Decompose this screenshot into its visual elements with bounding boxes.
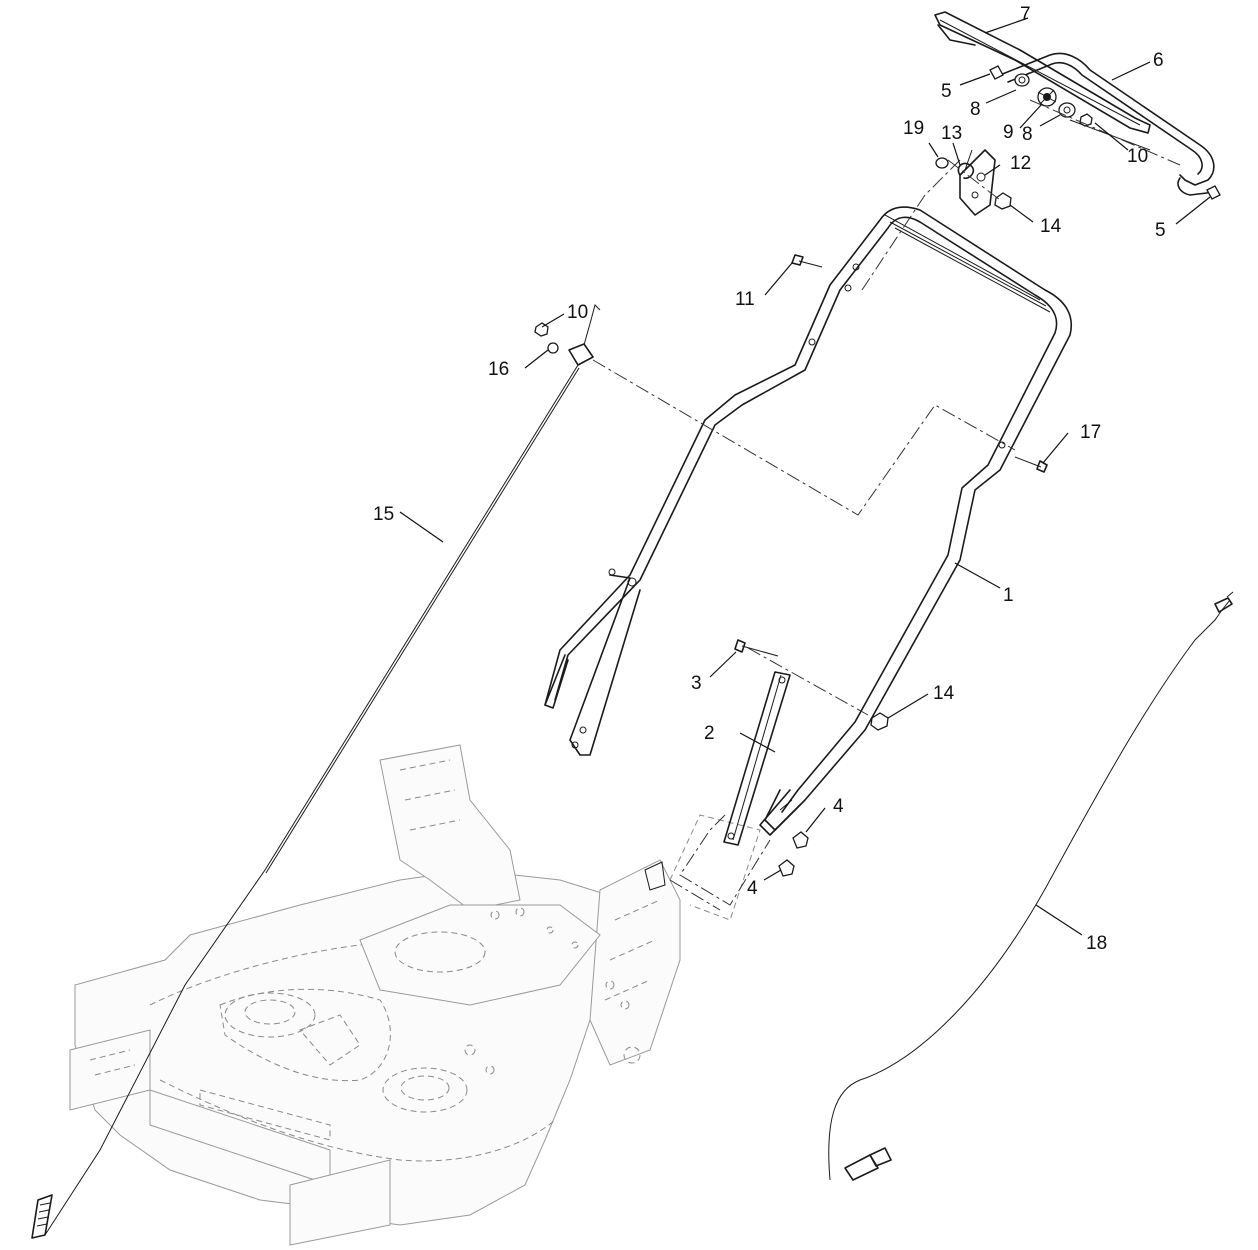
callout-5a: 5 (941, 81, 952, 102)
part-5-pins (989, 65, 1221, 200)
callout-19: 19 (903, 118, 924, 139)
callout-4a: 4 (833, 796, 844, 817)
part-15-cable (31, 304, 601, 1239)
callout-8b: 8 (1022, 124, 1033, 145)
part-9-cam-gear (1037, 87, 1057, 107)
callout-16: 18 (1086, 933, 1107, 954)
mower-deck (69, 744, 681, 1246)
callout-8a: 8 (970, 99, 981, 120)
part-19-bushing (935, 157, 949, 169)
part-14-nuts (870, 192, 1012, 731)
part-7-control-bar (934, 11, 1151, 134)
callout-1: 1 (1003, 585, 1014, 606)
part-18-bolt (1014, 456, 1048, 473)
callout-10a: 10 (1127, 146, 1148, 167)
callout-5b: 5 (1155, 220, 1166, 241)
callout-6: 6 (1153, 50, 1164, 71)
callout-15: 15 (373, 504, 394, 525)
callout-17: 16 (488, 359, 509, 380)
callout-3: 3 (691, 673, 702, 694)
callout-11: 11 (735, 289, 755, 310)
callout-2: 2 (704, 723, 715, 744)
part-17-washer (547, 342, 559, 354)
callout-numbers: 7 6 5 8 9 8 10 5 19 13 12 14 11 17 10 16… (373, 4, 1166, 954)
part-3-bolt (734, 639, 779, 657)
callout-18: 17 (1080, 422, 1101, 443)
callout-14b: 14 (1040, 216, 1062, 237)
handle-mount-bracket (644, 814, 761, 921)
part-4-bolts (778, 831, 809, 877)
part-13-spring (957, 149, 975, 180)
callout-9: 9 (1003, 122, 1014, 143)
part-16-cable (828, 591, 1234, 1181)
part-12-bracket (959, 149, 996, 216)
part-2-link-arm (723, 671, 791, 846)
part-10-nuts (534, 113, 1093, 337)
part-1-main-handle (544, 206, 1072, 836)
callout-leaders (399, 17, 1211, 936)
callout-14a: 14 (933, 683, 955, 704)
callout-10b: 10 (567, 302, 588, 323)
callout-4b: 4 (747, 878, 758, 899)
assembly-centerlines (592, 99, 1181, 911)
callout-7: 7 (1020, 4, 1031, 25)
callout-12: 12 (1010, 153, 1031, 174)
part-8-spacers (1014, 73, 1076, 118)
part-11-bolt (791, 254, 823, 268)
callout-13: 13 (941, 123, 962, 144)
